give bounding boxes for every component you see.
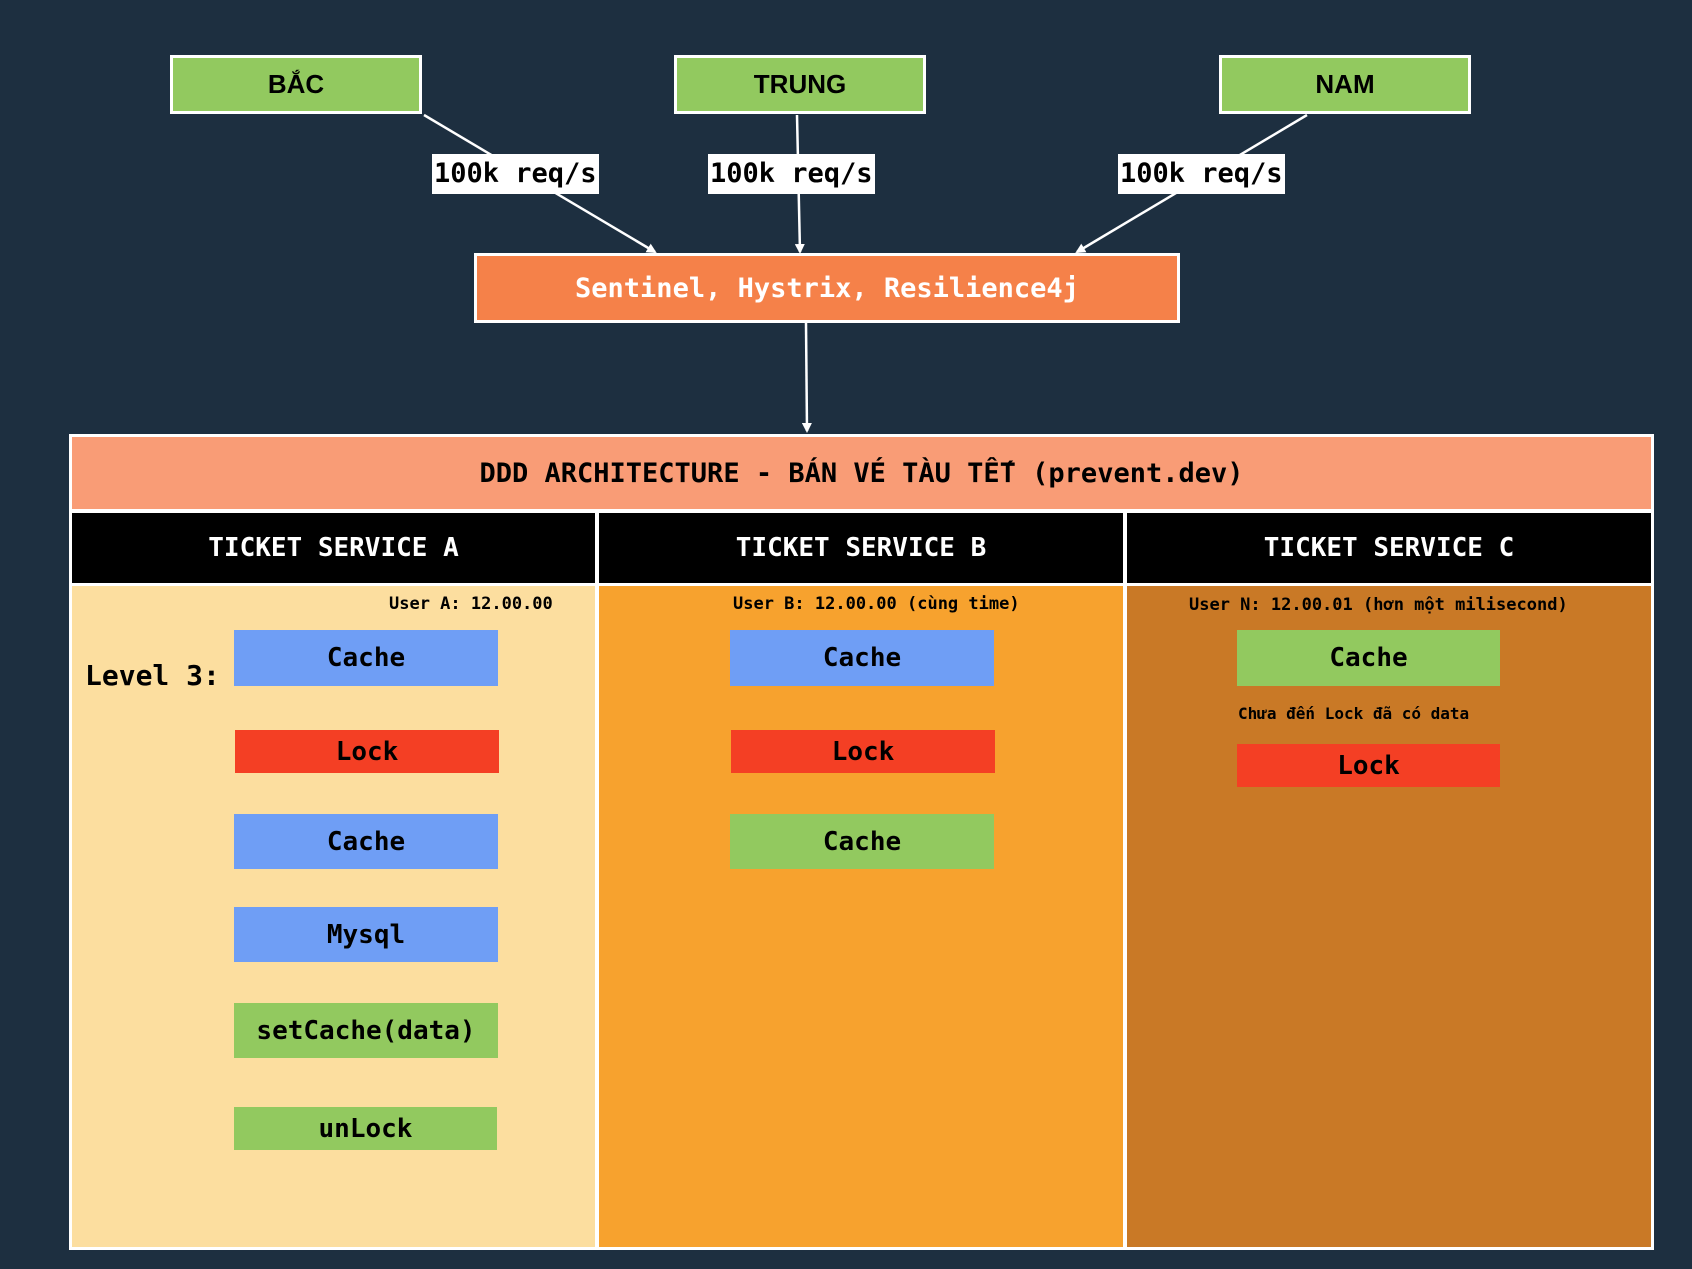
service-a-step-unlock: unLock (234, 1107, 497, 1150)
service-a-header: TICKET SERVICE A (69, 510, 598, 586)
gateway-label: Sentinel, Hystrix, Resilience4j (575, 272, 1079, 304)
service-a-title: TICKET SERVICE A (208, 533, 459, 563)
service-b-step-lock: Lock (731, 730, 995, 773)
service-a-step-cache-label: Cache (326, 643, 406, 673)
region-bac-label: BẮC (267, 69, 325, 99)
service-a-step-lock-label: Lock (335, 736, 399, 767)
level-label: Level 3: (85, 659, 220, 692)
service-b-step-cache-hit: Cache (730, 814, 994, 869)
service-a-step-cache: Cache (234, 630, 498, 686)
service-a-step-lock: Lock (235, 730, 499, 773)
service-b-user-note: User B: 12.00.00 (cùng time) (733, 594, 1020, 614)
service-a-step-cache-recheck-label: Cache (326, 826, 406, 857)
service-a-step-setcache-label: setCache(data) (256, 1015, 476, 1046)
service-b-step-lock-label: Lock (831, 736, 895, 767)
service-c-step-cache: Cache (1237, 630, 1500, 686)
service-c-step-cache-label: Cache (1329, 643, 1408, 673)
service-c-note: Chưa đến Lock đã có data (1238, 704, 1470, 723)
region-nam: NAM (1219, 55, 1471, 114)
traffic-label-trung: 100k req/s (708, 154, 875, 194)
region-trung: TRUNG (674, 55, 926, 114)
service-b-panel (596, 510, 1126, 1250)
service-a-step-mysql-label: Mysql (326, 919, 406, 950)
gateway-box: Sentinel, Hystrix, Resilience4j (474, 253, 1180, 323)
service-c-header: TICKET SERVICE C (1124, 510, 1654, 586)
service-c-user-note: User N: 12.00.01 (hơn một milisecond) (1189, 595, 1568, 615)
service-b-header: TICKET SERVICE B (596, 510, 1126, 586)
service-b-step-cache-hit-label: Cache (822, 826, 902, 857)
service-c-step-lock-label: Lock (1337, 750, 1400, 781)
service-a-step-cache-recheck: Cache (234, 814, 498, 869)
service-a-step-unlock-label: unLock (318, 1113, 413, 1144)
region-bac: BẮC (170, 55, 422, 114)
traffic-label-nam: 100k req/s (1118, 154, 1285, 194)
traffic-label-bac: 100k req/s (432, 154, 599, 194)
service-a-step-mysql: Mysql (234, 907, 498, 962)
service-b-title: TICKET SERVICE B (735, 533, 987, 563)
service-c-panel (1124, 510, 1654, 1250)
region-trung-label: TRUNG (753, 69, 847, 99)
region-nam-label: NAM (1315, 69, 1375, 99)
architecture-header: DDD ARCHITECTURE - BÁN VÉ TÀU TẾT (preve… (69, 434, 1654, 512)
service-b-step-cache: Cache (730, 630, 994, 686)
service-c-step-lock: Lock (1237, 744, 1500, 787)
link-gateway-architecture (801, 322, 812, 433)
service-c-title: TICKET SERVICE C (1263, 533, 1515, 563)
service-b-step-cache-label: Cache (822, 643, 902, 673)
service-a-step-setcache: setCache(data) (234, 1003, 498, 1058)
architecture-title: DDD ARCHITECTURE - BÁN VÉ TÀU TẾT (preve… (479, 457, 1244, 489)
service-a-user-note: User A: 12.00.00 (389, 594, 553, 614)
